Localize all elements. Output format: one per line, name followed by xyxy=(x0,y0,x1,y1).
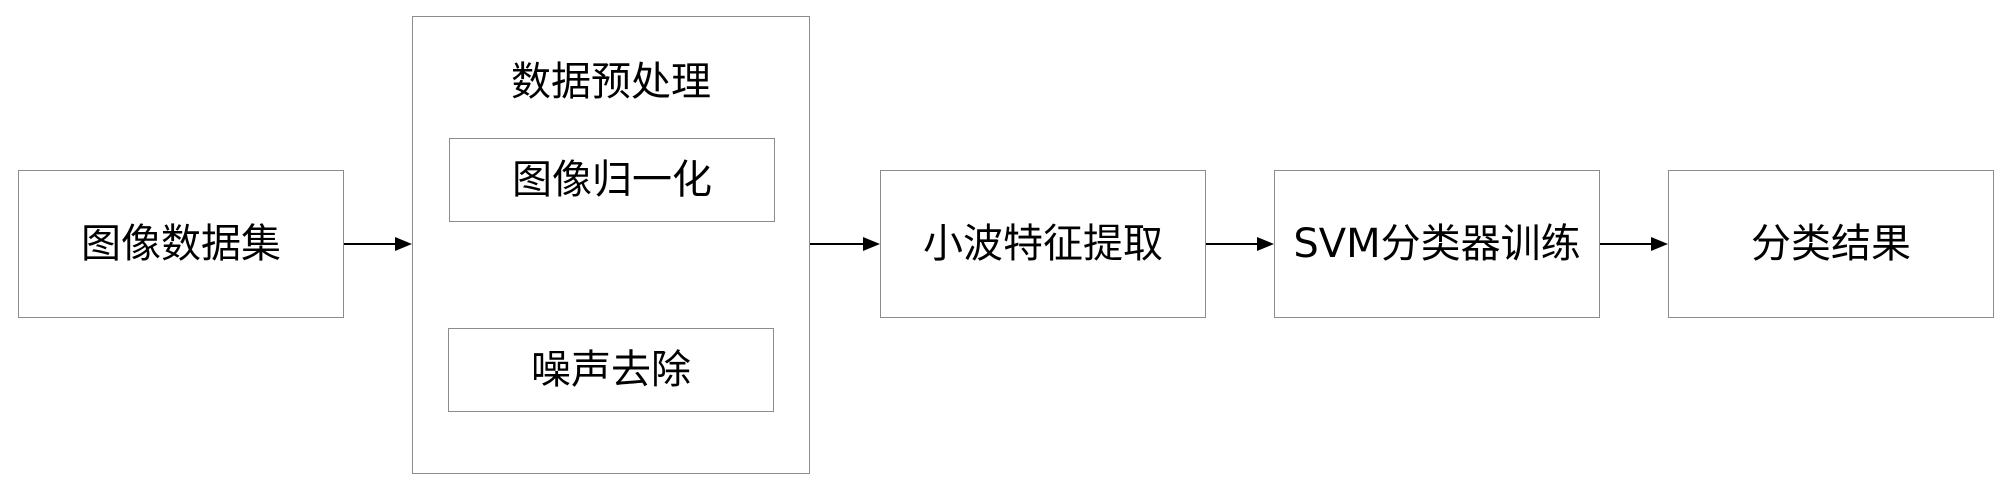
arrow-svm-to-result xyxy=(1600,237,1668,251)
node-image-dataset: 图像数据集 xyxy=(18,170,344,318)
node-data-preprocessing-title: 数据预处理 xyxy=(511,59,711,105)
node-wavelet-feature-extraction-label: 小波特征提取 xyxy=(923,221,1163,267)
arrow-preprocessing-to-wavelet xyxy=(810,237,880,251)
node-image-normalization: 图像归一化 xyxy=(449,138,775,222)
node-image-normalization-label: 图像归一化 xyxy=(512,157,712,203)
node-wavelet-feature-extraction: 小波特征提取 xyxy=(880,170,1206,318)
node-svm-classifier-training: SVM分类器训练 xyxy=(1274,170,1600,318)
node-noise-removal: 噪声去除 xyxy=(448,328,774,412)
node-svm-classifier-training-label: SVM分类器训练 xyxy=(1293,221,1581,267)
arrow-dataset-to-preprocessing xyxy=(344,237,412,251)
node-noise-removal-label: 噪声去除 xyxy=(531,347,691,393)
node-classification-result-label: 分类结果 xyxy=(1751,221,1911,267)
arrow-wavelet-to-svm xyxy=(1206,237,1274,251)
node-classification-result: 分类结果 xyxy=(1668,170,1994,318)
node-data-preprocessing-group: 数据预处理 图像归一化 噪声去除 xyxy=(412,16,810,474)
node-image-dataset-label: 图像数据集 xyxy=(81,221,281,267)
